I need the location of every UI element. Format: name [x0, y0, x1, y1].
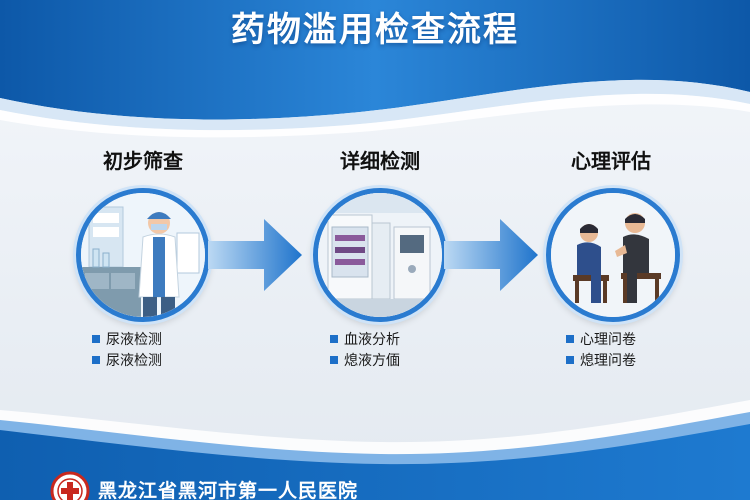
list-item: 心理问卷: [566, 328, 706, 349]
bullet-square-icon: [330, 355, 338, 364]
list-item: 尿液检测: [92, 349, 232, 370]
step-3-image: [546, 188, 680, 322]
step-3-title: 心理评估: [571, 149, 651, 173]
list-item: 血液分析: [330, 328, 470, 349]
list-item: 熄液方偭: [330, 349, 470, 370]
list-item-label: 尿液检测: [106, 331, 162, 348]
hospital-logo-icon: [50, 471, 90, 500]
hospital-name: 黑龙江省黑河市第一人民医院: [98, 480, 359, 500]
list-item: 尿液检测: [92, 328, 232, 349]
list-item: 熄理问卷: [566, 349, 706, 370]
step-2-title: 详细检测: [340, 149, 420, 173]
step-3-items: 心理问卷 熄理问卷: [566, 328, 706, 370]
bullet-square-icon: [566, 334, 574, 343]
step-1-image: [76, 188, 210, 322]
hospital-footer: 黑龙江省黑河市第一人民医院: [50, 471, 359, 500]
bullet-square-icon: [330, 334, 338, 343]
lab-equipment-icon: [318, 193, 442, 317]
page-title: 药物滥用检查流程: [231, 10, 519, 50]
arrow-right-icon: [208, 219, 302, 291]
list-item-label: 熄理问卷: [580, 352, 636, 369]
step-1-title: 初步筛查: [103, 149, 183, 173]
list-item-label: 尿液检测: [106, 352, 162, 369]
bullet-square-icon: [92, 355, 100, 364]
list-item-label: 血液分析: [344, 331, 400, 348]
bullet-square-icon: [92, 334, 100, 343]
counseling-session-icon: [551, 193, 675, 317]
step-2-items: 血液分析 熄液方偭: [330, 328, 470, 370]
step-1-items: 尿液检测 尿液检测: [92, 328, 232, 370]
arrow-right-icon: [444, 219, 538, 291]
bullet-square-icon: [566, 355, 574, 364]
doctor-lab-icon: [81, 193, 205, 317]
step-2-image: [313, 188, 447, 322]
list-item-label: 熄液方偭: [344, 352, 400, 369]
list-item-label: 心理问卷: [580, 331, 636, 348]
